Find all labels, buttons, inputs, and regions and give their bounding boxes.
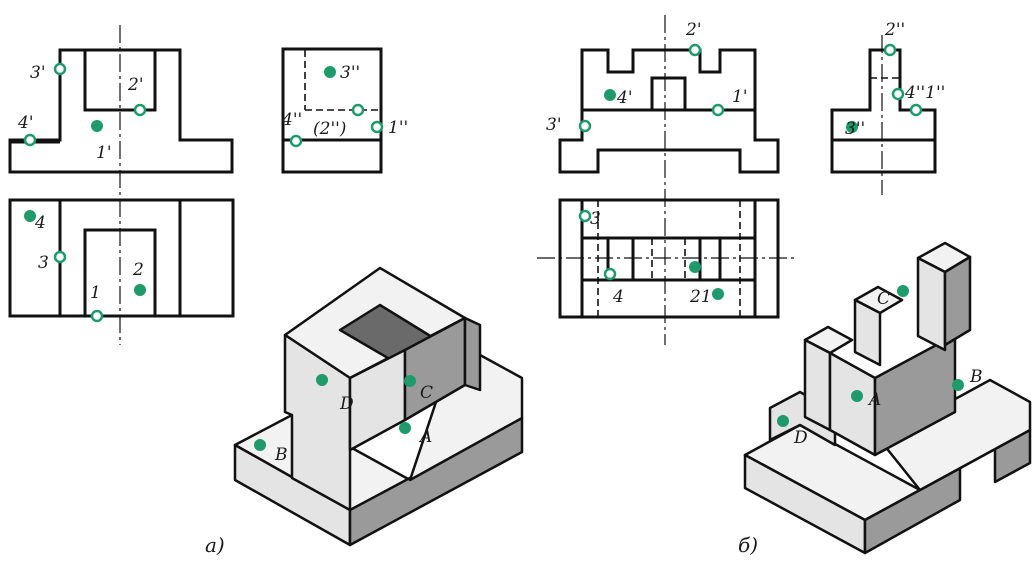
point-label: 2' [127, 75, 144, 95]
point-marker [846, 121, 858, 133]
point-label: 4' [616, 88, 633, 108]
top-outline [558, 198, 780, 319]
point-label: A [418, 427, 432, 447]
point-marker [604, 89, 616, 101]
point-label: 1 [90, 283, 101, 303]
point-label: (2'') [313, 119, 346, 139]
point-marker [711, 103, 725, 117]
point-label: C [877, 289, 890, 309]
point-marker [23, 133, 37, 147]
top-view-a: 4 3 2 1 [8, 198, 235, 323]
point-label: 2 [132, 260, 144, 280]
point-marker [90, 309, 104, 323]
figure-caption: а) [205, 533, 225, 557]
point-marker [134, 284, 146, 296]
point-marker [952, 379, 964, 391]
front-view-a: 3' 2' 4' 1' [8, 25, 234, 345]
point-marker [603, 267, 617, 281]
point-label: 3'' [340, 63, 360, 83]
point-label: B [274, 445, 288, 465]
front-notch [650, 76, 687, 110]
point-label: 1'' [388, 118, 408, 138]
top-slot [83, 228, 157, 316]
point-label: D [793, 428, 808, 448]
front-outline [558, 48, 780, 174]
point-label: D [339, 394, 354, 414]
point-label: 3 [590, 209, 601, 229]
figure-b: 2' 4' 1' 3' 2'' 4''1'' 3'' [537, 15, 1032, 557]
point-label: 3' [30, 63, 46, 83]
point-marker [370, 120, 384, 134]
point-marker [712, 288, 724, 300]
iso-face [853, 298, 882, 367]
point-marker [851, 390, 863, 402]
point-label: C [420, 383, 433, 403]
point-label: 1' [96, 143, 112, 163]
point-marker [578, 209, 592, 223]
side-outline [281, 47, 383, 174]
iso-face [873, 333, 957, 457]
iso-face [916, 256, 947, 352]
point-label: 1' [732, 87, 748, 107]
top-outline [8, 198, 235, 318]
point-label: 4 [34, 213, 46, 233]
point-label: 2'' [884, 20, 905, 40]
point-label: A [867, 390, 881, 410]
point-marker [688, 43, 702, 57]
figure-caption: б) [738, 533, 758, 557]
iso-face [463, 316, 482, 392]
point-marker [316, 374, 328, 386]
point-marker [254, 439, 266, 451]
point-label: B [969, 367, 983, 387]
iso-face [803, 338, 832, 432]
iso-face [878, 378, 1032, 492]
point-marker [399, 422, 411, 434]
point-marker [883, 43, 897, 57]
point-label: 21 [689, 287, 712, 307]
iso-face [943, 255, 972, 347]
point-marker [404, 375, 416, 387]
point-label: 4'' [281, 110, 302, 130]
point-label: 4' [17, 113, 34, 133]
point-marker [777, 415, 789, 427]
point-marker [909, 103, 923, 117]
point-marker [133, 103, 147, 117]
point-label: 4''1'' [904, 83, 945, 103]
point-marker [897, 285, 909, 297]
point-marker [53, 250, 67, 264]
point-marker [91, 120, 103, 132]
point-marker [324, 66, 336, 78]
point-label: 3' [546, 115, 562, 135]
side-view-b: 2'' 4''1'' 3'' [830, 20, 945, 195]
side-view-a: 3'' 4'' (2'') 1'' [281, 47, 408, 174]
side-outline [830, 48, 937, 174]
point-marker [24, 210, 36, 222]
point-marker [289, 134, 303, 148]
point-marker [351, 103, 365, 117]
point-marker [578, 119, 592, 133]
isometric-view-a: D C A B [233, 266, 524, 547]
point-label: 2' [685, 20, 702, 40]
front-slot [83, 50, 157, 112]
point-label: 4 [612, 287, 624, 307]
top-view-b: 3 4 21 [537, 198, 795, 319]
point-marker [689, 261, 701, 273]
point-marker [53, 62, 67, 76]
isometric-view-b: C A B D [743, 241, 1032, 555]
point-label: 3 [38, 253, 49, 273]
point-marker [891, 87, 905, 101]
figure-a: 3' 2' 4' 1' 3'' 4'' (2'') 1'' [8, 25, 524, 557]
point-label: 3'' [845, 119, 865, 139]
front-view-b: 2' 4' 1' 3' [546, 15, 780, 345]
